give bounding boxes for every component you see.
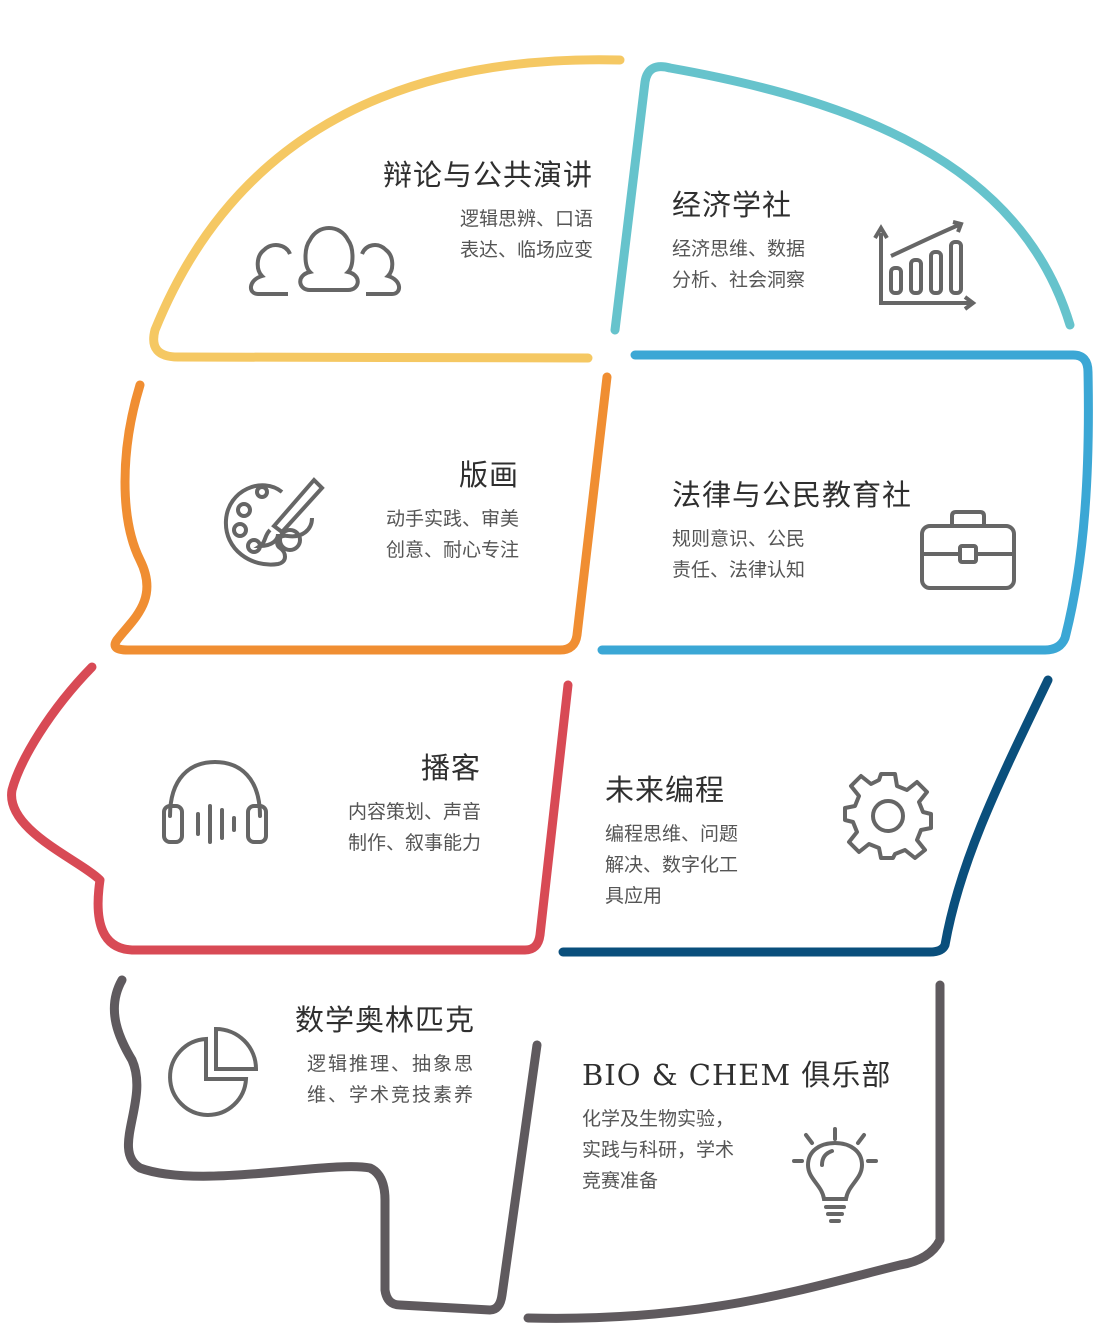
coding-border [558, 675, 1053, 957]
section-desc: 逻辑思辨、口语 [459, 208, 593, 230]
section-desc: 具应用 [605, 885, 663, 907]
section-desc: 实践与科研，学术 [582, 1139, 735, 1161]
palette-brush-icon [222, 470, 327, 570]
section-title: 版画 [458, 458, 519, 492]
podcast-border [7, 662, 573, 955]
section-desc: 解决、数字化工 [605, 854, 739, 876]
section-desc: 表达、临场应变 [459, 239, 593, 261]
section-title: 未来编程 [605, 773, 726, 807]
section-title: 数学奥林匹克 [294, 1003, 475, 1037]
printmaking-border [110, 372, 612, 655]
section-math: 数学奥林匹克 逻辑推理、抽象思维、学术竞技素养 [295, 997, 475, 1111]
law-border [597, 350, 1093, 655]
section-desc: 编程思维、问题 [605, 823, 739, 845]
section-desc: 创意、耐心专注 [385, 539, 519, 561]
section-title: BIO & CHEM 俱乐部 [582, 1058, 892, 1092]
bar-chart-growth-icon [873, 218, 978, 313]
section-desc: 维、学术竞技素养 [306, 1084, 475, 1106]
section-desc: 内容策划、声音 [347, 801, 481, 823]
section-desc: 规则意识、公民 [672, 528, 806, 550]
section-title: 法律与公民教育社 [672, 478, 913, 512]
section-biochem: BIO & CHEM 俱乐部 化学及生物实验， 实践与科研，学术竞赛准备 [582, 1052, 891, 1197]
math-border [109, 975, 542, 1315]
section-desc: 动手实践、审美 [385, 508, 519, 530]
section-desc: 竞赛准备 [582, 1170, 659, 1192]
debate-border [149, 55, 625, 363]
biochem-border [523, 980, 945, 1323]
section-title: 播客 [420, 751, 481, 785]
section-coding: 未来编程 编程思维、问题解决、数字化工具应用 [605, 767, 738, 912]
section-desc: 分析、社会洞察 [672, 269, 806, 291]
section-desc: 制作、叙事能力 [347, 832, 481, 854]
briefcase-icon [918, 508, 1018, 593]
section-desc: 经济思维、数据 [672, 238, 806, 260]
pie-chart-icon [166, 1025, 261, 1120]
section-law: 法律与公民教育社 规则意识、公民责任、法律认知 [672, 472, 912, 586]
section-printmaking: 版画 动手实践、审美创意、耐心专注 [386, 452, 519, 566]
section-economics: 经济学社 经济思维、数据分析、社会洞察 [672, 182, 805, 296]
section-title: 经济学社 [672, 188, 793, 222]
gear-icon [843, 770, 933, 860]
lightbulb-icon [788, 1125, 883, 1225]
section-podcast: 播客 内容策划、声音制作、叙事能力 [348, 745, 481, 859]
economics-border [610, 62, 1075, 335]
section-desc: 化学及生物实验， [582, 1108, 735, 1130]
section-debate: 辩论与公共演讲 逻辑思辨、口语表达、临场应变 [383, 152, 593, 266]
people-group-icon [248, 220, 403, 300]
headphones-icon [160, 758, 270, 848]
section-title: 辩论与公共演讲 [382, 158, 593, 192]
section-desc: 责任、法律认知 [672, 559, 806, 581]
section-desc: 逻辑推理、抽象思 [306, 1053, 475, 1075]
